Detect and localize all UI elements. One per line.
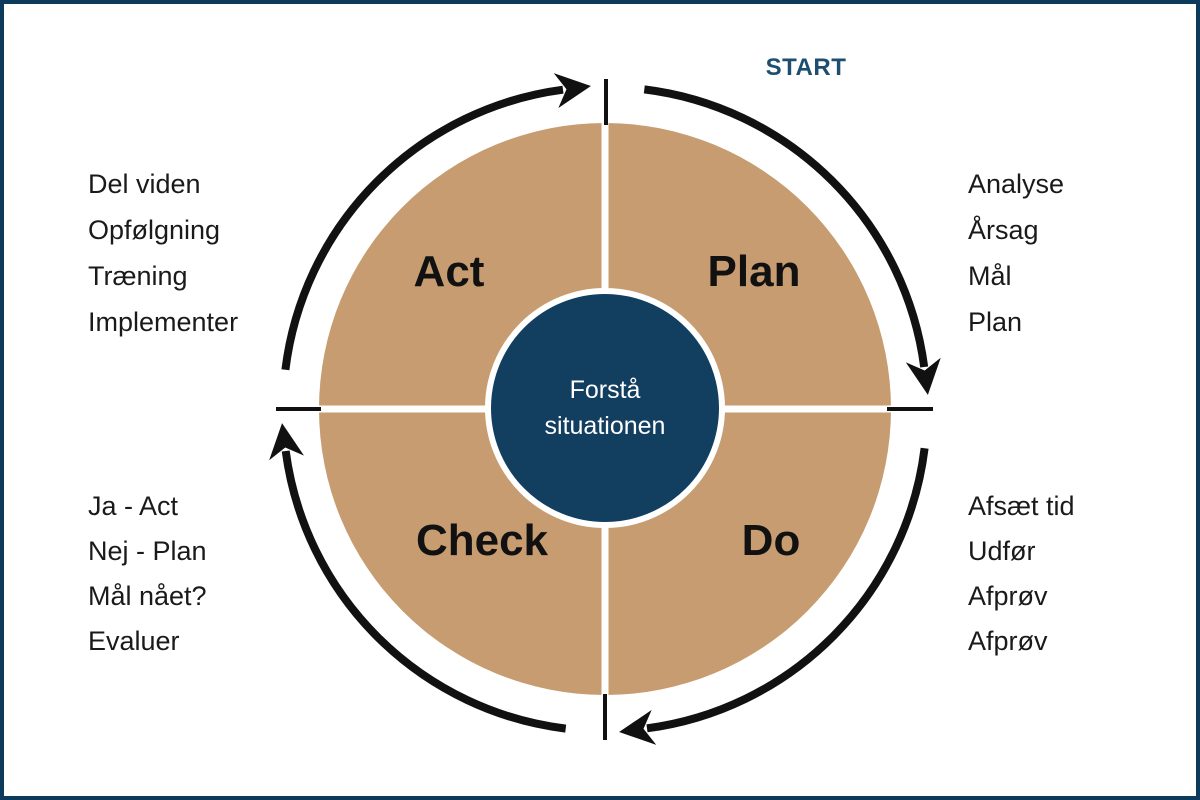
quadrant-label-act: Act [413,247,485,296]
center-text-line1: Forstå [569,376,641,404]
quadrant-label-plan: Plan [707,247,801,296]
quadrant-label-do: Do [741,516,801,565]
list-item: Afsæt tid [968,491,1075,521]
list-item: Ja - Act [88,491,179,521]
list-item: Afprøv [968,581,1048,611]
list-item: Opfølgning [88,215,221,245]
cycle-arc-check-arrow [269,423,567,733]
cycle-arc-do-arrow [619,447,929,745]
cycle-arc-plan-arrow [643,85,941,395]
quadrant-label-check: Check [415,516,549,565]
list-item: Del viden [88,169,201,199]
list-check-items: Ja - Act Nej - Plan Mål nået? Evaluer [88,484,207,664]
start-label: START [765,54,847,81]
list-item: Træning [88,261,188,291]
list-item: Afprøv [968,626,1048,656]
center-text: Forstå situationen [545,372,666,444]
list-item: Analyse [968,169,1065,199]
list-item: Evaluer [88,626,180,656]
list-do-items: Afsæt tid Udfør Afprøv Afprøv [968,484,1075,664]
list-item: Plan [968,307,1023,337]
list-plan-items: Analyse Årsag Mål Plan [968,161,1064,345]
list-item: Mål [968,261,1012,291]
list-act-items: Del viden Opfølgning Træning Implementer [88,161,238,345]
cycle-arc-act-arrow [281,73,591,371]
center-text-line2: situationen [544,412,666,440]
list-item: Implementer [88,307,239,337]
list-item: Nej - Plan [88,536,207,566]
list-item: Udfør [968,536,1036,566]
list-item: Årsag [968,215,1039,245]
list-item: Mål nået? [88,581,207,611]
center-circle [485,288,725,528]
